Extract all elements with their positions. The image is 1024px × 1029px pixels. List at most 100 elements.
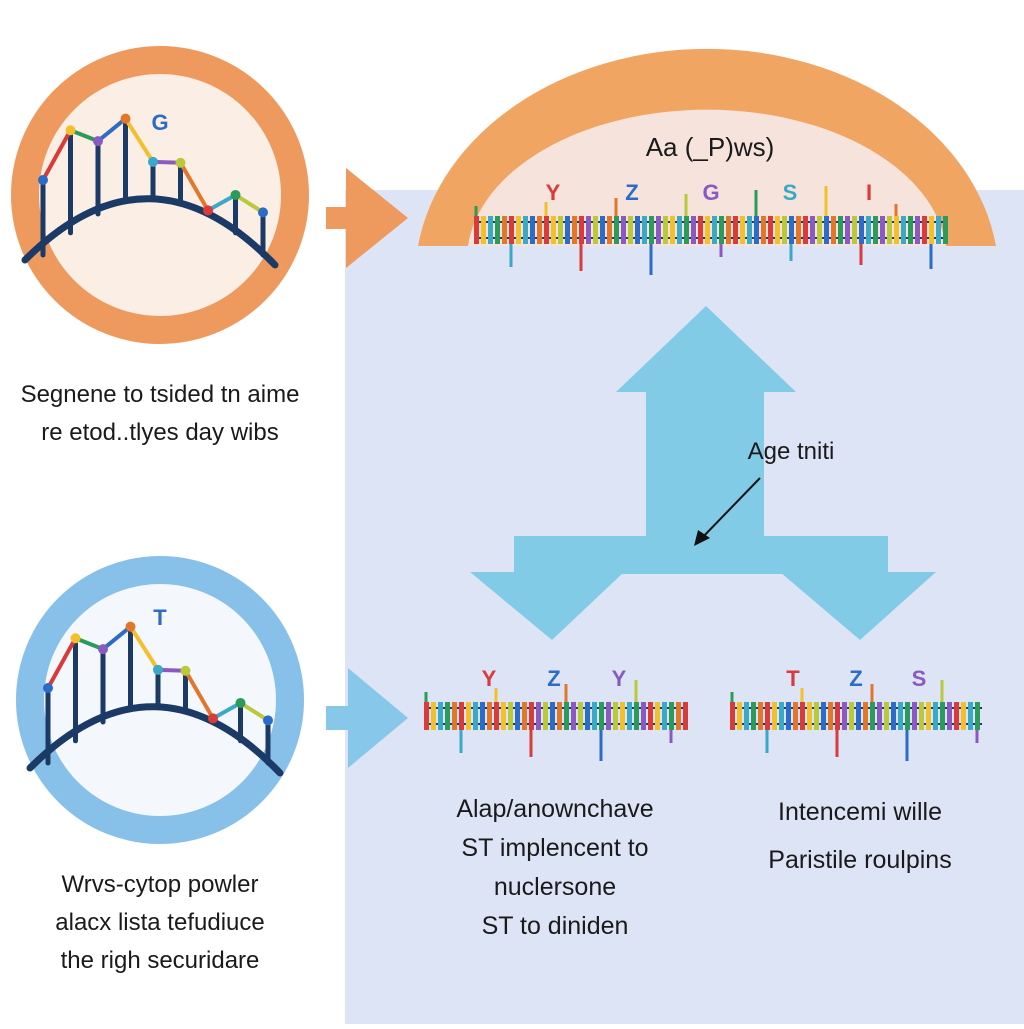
strand-base [613, 702, 618, 730]
bridge-link [234, 193, 265, 215]
strand-letter: Y [482, 666, 497, 691]
strand-base [488, 216, 493, 244]
strand-base [606, 702, 611, 730]
strand-base [856, 702, 861, 730]
strand-base [884, 702, 889, 730]
strand-base [719, 216, 724, 244]
strand-base [849, 702, 854, 730]
strand-base [501, 702, 506, 730]
strand-base [751, 702, 756, 730]
strand-base [620, 702, 625, 730]
bridge-link [123, 117, 155, 163]
strand-base [775, 216, 780, 244]
bridge-node [263, 715, 273, 726]
strand-base [635, 216, 640, 244]
strand-base [627, 702, 632, 730]
top-left-circle [11, 46, 309, 344]
caption-line: ST implencent to [461, 834, 649, 862]
strand-base [523, 216, 528, 244]
strand-base [578, 702, 583, 730]
strand-base [929, 216, 934, 244]
strand-base [740, 216, 745, 244]
strand-base [747, 216, 752, 244]
strand-base [912, 702, 917, 730]
strand-base [733, 216, 738, 244]
strand-base [424, 702, 429, 730]
strand-base [817, 216, 822, 244]
strand-base [905, 702, 910, 730]
strand-base [877, 702, 882, 730]
bottom-middle-caption: Alap/anownchave ST implencent to nuclers… [410, 790, 700, 946]
caption-line: nuclersone [493, 873, 617, 901]
strand-base [509, 216, 514, 244]
strand-base [814, 702, 819, 730]
strand-base [656, 216, 661, 244]
strand-base [480, 702, 485, 730]
bridge-link [96, 117, 127, 143]
strand-base [779, 702, 784, 730]
strand-letter: Y [612, 666, 627, 691]
strand-base [796, 216, 801, 244]
strand-letter: S [783, 180, 798, 205]
top-left-caption: Segnene to tsided tn aime re etod..tlyes… [0, 376, 320, 452]
strand-base [863, 702, 868, 730]
strand-base [642, 216, 647, 244]
bridge-link [239, 701, 270, 723]
caption-line: re etod..tlyes day wibs [41, 419, 279, 446]
strand-base [593, 216, 598, 244]
bridge-node [208, 713, 218, 724]
strand-base [852, 216, 857, 244]
bridge-node [70, 633, 81, 644]
strand-base [793, 702, 798, 730]
bridge-link [183, 669, 215, 720]
strand-base [572, 216, 577, 244]
strand-base [516, 216, 521, 244]
strand-base [807, 702, 812, 730]
bridge-node [43, 683, 53, 693]
strand-base [655, 702, 660, 730]
strand-base [621, 216, 626, 244]
bridge-node [258, 207, 268, 218]
top-left-letter: G [151, 110, 168, 135]
strand-base [536, 702, 541, 730]
caption-line: Alap/anownchave [456, 795, 654, 823]
blue-arrow-right [326, 668, 408, 768]
strand-base [529, 702, 534, 730]
bottom-left-letter: T [153, 605, 167, 630]
strand-base [758, 702, 763, 730]
caption-line: Paristile roulpins [768, 846, 952, 874]
strand-base [838, 216, 843, 244]
strand-base [494, 702, 499, 730]
strand-base [558, 216, 563, 244]
strand-base [676, 702, 681, 730]
bridge-node [65, 125, 76, 136]
caption-line: the righ securidare [60, 947, 260, 974]
bridge-arc [26, 703, 284, 777]
strand-base [824, 216, 829, 244]
bridge-node [93, 136, 103, 147]
strand-base [870, 702, 875, 730]
strand-base [662, 702, 667, 730]
strand-base [898, 702, 903, 730]
strand-letter: S [912, 666, 927, 691]
bridge-node [125, 621, 136, 632]
strand-base [768, 216, 773, 244]
strand-base [873, 216, 878, 244]
strand-base [550, 702, 555, 730]
strand-base [473, 702, 478, 730]
strand-base [940, 702, 945, 730]
bridge-arc [21, 195, 279, 269]
strand-base [481, 216, 486, 244]
bridge-link [212, 701, 242, 721]
strand-letter: Z [547, 666, 560, 691]
strand-base [663, 216, 668, 244]
strand-base [926, 702, 931, 730]
strand-base [592, 702, 597, 730]
strand-base [737, 702, 742, 730]
strand-base [803, 216, 808, 244]
strand-base [744, 702, 749, 730]
